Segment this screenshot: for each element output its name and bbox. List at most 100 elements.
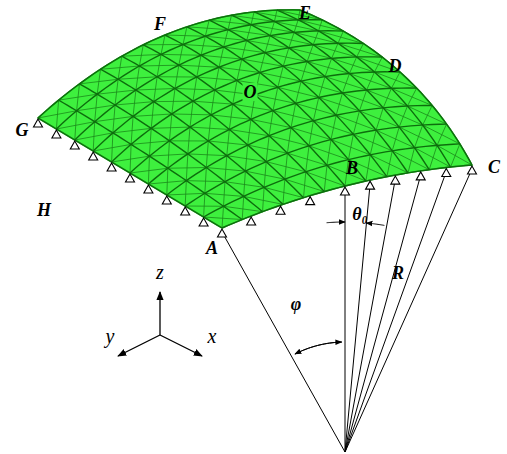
lattice-diagonal xyxy=(245,171,284,179)
support-symbol xyxy=(341,187,350,195)
lattice-diagonal xyxy=(167,193,205,195)
lattice-diagonal xyxy=(139,65,178,67)
lattice-member xyxy=(204,144,460,217)
lattice-diagonal xyxy=(167,168,168,195)
support-symbol xyxy=(181,207,190,215)
lattice-diagonal xyxy=(338,43,382,57)
lattice-diagonal xyxy=(172,113,211,115)
lattice-diagonal xyxy=(168,167,206,169)
lattice-diagonal xyxy=(205,168,206,194)
point-label: R xyxy=(391,264,405,282)
lattice-member xyxy=(254,12,429,170)
lattice-member xyxy=(185,124,446,206)
lattice-diagonal xyxy=(143,44,183,45)
lattice-diagonal xyxy=(148,181,186,184)
lattice-diagonal xyxy=(161,54,201,56)
lattice-diagonal xyxy=(204,193,205,217)
lattice-member xyxy=(277,10,451,167)
lattice-member xyxy=(165,35,345,186)
lattice-diagonal xyxy=(208,141,247,145)
lattice-member xyxy=(122,56,304,197)
radius-line xyxy=(345,172,446,452)
lattice-member xyxy=(148,88,416,184)
axis-arrow xyxy=(159,292,160,335)
support-symbol xyxy=(391,176,400,184)
lattice-diagonal xyxy=(185,181,186,206)
point-label: φ xyxy=(290,295,303,313)
point-label: B xyxy=(345,159,359,177)
lattice-member xyxy=(143,45,324,192)
lattice-diagonal xyxy=(197,77,237,80)
lattice-member xyxy=(75,31,344,140)
lattice-diagonal xyxy=(313,45,356,57)
lattice-diagonal xyxy=(244,171,246,196)
lattice-diagonal xyxy=(183,44,224,47)
point-label: H xyxy=(36,201,52,219)
lattice-member xyxy=(101,69,284,204)
lattice-diagonal xyxy=(206,168,245,172)
lattice-member xyxy=(38,10,300,118)
support-symbol xyxy=(52,130,61,138)
lattice-diagonal xyxy=(242,196,243,219)
lattice-member xyxy=(300,10,472,165)
lattice-diagonal xyxy=(122,54,161,56)
lattice-diagonal xyxy=(157,76,197,77)
lattice-diagonal xyxy=(190,127,229,129)
lattice-diagonal xyxy=(283,179,285,204)
support-symbol xyxy=(144,185,153,193)
axis-arrow xyxy=(118,335,160,356)
point-label: C xyxy=(487,158,501,176)
axis-label: x xyxy=(207,326,218,346)
lattice-diagonal xyxy=(263,187,265,211)
lattice-diagonal xyxy=(188,127,190,154)
point-label: E xyxy=(298,4,312,22)
radius-line xyxy=(345,169,472,452)
lattice-diagonal xyxy=(204,217,243,220)
lattice-diagonal xyxy=(165,35,205,36)
radius-line xyxy=(345,184,370,452)
lattice-diagonal xyxy=(186,181,225,182)
point-label: O xyxy=(243,83,258,101)
lattice-diagonal xyxy=(224,182,225,207)
lattice-diagonal xyxy=(136,88,175,90)
support-symbol xyxy=(366,181,375,189)
point-label: A xyxy=(205,239,219,257)
support-symbol xyxy=(276,206,285,214)
lattice-diagonal xyxy=(149,154,187,156)
lattice-member xyxy=(130,72,400,173)
lattice-diagonal xyxy=(154,101,193,102)
angle-arc xyxy=(295,342,342,354)
support-symbol xyxy=(107,163,116,171)
lattice-diagonal xyxy=(151,127,190,128)
angle-arc xyxy=(295,342,342,354)
lattice-diagonal xyxy=(245,145,247,171)
lattice-member xyxy=(112,57,383,162)
lattice-member xyxy=(38,118,222,228)
lattice-diagonal xyxy=(131,141,169,145)
lattice-diagonal xyxy=(179,65,219,67)
lattice-diagonal xyxy=(255,95,296,103)
point-label: θ₀ xyxy=(351,205,369,223)
lattice-member xyxy=(167,105,432,195)
lattice-member xyxy=(93,43,363,151)
support-symbol xyxy=(70,141,79,149)
lattice-diagonal xyxy=(185,206,223,207)
lattice-diagonal xyxy=(319,31,364,44)
support-symbol xyxy=(162,196,171,204)
support-symbol xyxy=(306,197,315,205)
lattice-diagonal xyxy=(294,32,338,43)
lattice-diagonal xyxy=(205,193,244,196)
lattice-diagonal xyxy=(391,88,432,105)
lattice-diagonal xyxy=(133,114,172,116)
support-symbol xyxy=(416,172,425,180)
radius-line xyxy=(345,179,395,452)
lattice-diagonal xyxy=(264,162,266,188)
support-symbol xyxy=(468,166,477,174)
point-label: G xyxy=(15,121,30,139)
point-label: F xyxy=(153,15,167,33)
lattice-diagonal xyxy=(186,154,187,181)
lattice-diagonal xyxy=(225,156,227,182)
lattice-diagonal xyxy=(332,58,375,72)
lattice-diagonal xyxy=(38,111,77,118)
